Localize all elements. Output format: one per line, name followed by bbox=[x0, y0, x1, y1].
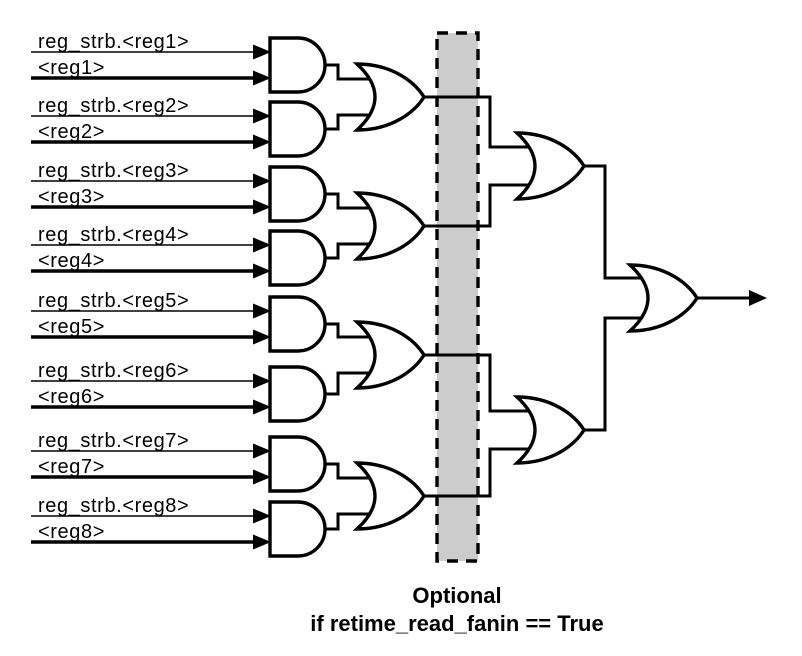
output-wire-arrowhead bbox=[749, 290, 767, 306]
input-wire-arrowhead bbox=[253, 373, 271, 389]
signal-label-strobe-2: reg_strb.<reg2> bbox=[38, 95, 189, 117]
and-gate-6 bbox=[268, 365, 327, 423]
signal-label-data-5: <reg5> bbox=[38, 316, 105, 338]
signal-label-data-7: <reg7> bbox=[38, 456, 105, 478]
input-wire-arrowhead bbox=[253, 263, 271, 279]
and-to-or-wire bbox=[323, 512, 379, 531]
or-l1-to-l2-wire bbox=[422, 95, 539, 149]
or-gate-level1-4 bbox=[352, 461, 427, 531]
signal-label-strobe-8: reg_strb.<reg8> bbox=[38, 495, 189, 517]
input-wire-arrowhead bbox=[253, 443, 271, 459]
input-wire-arrowhead bbox=[253, 134, 271, 150]
input-wire-arrowhead bbox=[253, 173, 271, 189]
input-wire-arrowhead bbox=[253, 108, 271, 124]
signal-label-strobe-6: reg_strb.<reg6> bbox=[38, 360, 189, 382]
optional-caption-line2: if retime_read_fanin == True bbox=[310, 611, 603, 636]
and-gate-7 bbox=[268, 435, 327, 493]
signal-label-strobe-4: reg_strb.<reg4> bbox=[38, 224, 189, 246]
input-wire-arrowhead bbox=[253, 199, 271, 215]
and-to-or-wire bbox=[323, 242, 379, 260]
or-l1-to-l2-wire bbox=[422, 183, 539, 228]
input-wire-arrowhead bbox=[253, 329, 271, 345]
signal-label-strobe-7: reg_strb.<reg7> bbox=[38, 430, 189, 452]
or-gate-final bbox=[625, 263, 700, 333]
signal-label-data-3: <reg3> bbox=[38, 186, 105, 208]
or-gate-level1-3 bbox=[352, 320, 427, 390]
and-to-or-wire bbox=[323, 322, 379, 339]
input-wire-arrowhead bbox=[253, 237, 271, 253]
signal-label-data-2: <reg2> bbox=[38, 121, 105, 143]
input-wire-arrowhead bbox=[253, 70, 271, 86]
and-gate-3 bbox=[268, 165, 327, 223]
or-gate-level1-2 bbox=[352, 191, 427, 261]
signal-label-data-4: <reg4> bbox=[38, 250, 105, 272]
and-to-or-wire bbox=[323, 371, 379, 396]
or-l2-to-final-wire bbox=[582, 316, 652, 432]
or-l1-to-l2-wire bbox=[422, 447, 539, 498]
and-gate-2 bbox=[268, 100, 327, 158]
optional-retime-region-box bbox=[435, 31, 480, 563]
and-to-or-wire bbox=[323, 113, 379, 131]
or-l2-to-final-wire bbox=[582, 164, 652, 280]
input-wire-arrowhead bbox=[253, 399, 271, 415]
and-gate-1 bbox=[268, 36, 327, 94]
input-wire-arrowhead bbox=[253, 44, 271, 60]
or-l1-to-l2-wire bbox=[422, 353, 539, 413]
and-gate-5 bbox=[268, 295, 327, 353]
or-gate-level2-1 bbox=[512, 131, 587, 201]
input-wire-arrowhead bbox=[253, 469, 271, 485]
input-wire-arrowhead bbox=[253, 303, 271, 319]
signal-label-strobe-1: reg_strb.<reg1> bbox=[38, 31, 189, 53]
and-gate-8 bbox=[268, 500, 327, 558]
signal-label-data-6: <reg6> bbox=[38, 386, 105, 408]
optional-caption-line1: Optional bbox=[412, 583, 501, 608]
and-to-or-wire bbox=[323, 462, 379, 480]
signal-label-data-1: <reg1> bbox=[38, 57, 105, 79]
signal-label-data-8: <reg8> bbox=[38, 521, 105, 543]
and-to-or-wire bbox=[323, 192, 379, 210]
and-gate-4 bbox=[268, 229, 327, 287]
signal-label-strobe-3: reg_strb.<reg3> bbox=[38, 160, 189, 182]
signal-label-strobe-5: reg_strb.<reg5> bbox=[38, 290, 189, 312]
or-gate-level2-2 bbox=[512, 395, 587, 465]
and-to-or-wire bbox=[323, 63, 379, 81]
input-wire-arrowhead bbox=[253, 534, 271, 550]
or-gate-level1-1 bbox=[352, 62, 427, 132]
input-wire-arrowhead bbox=[253, 508, 271, 524]
